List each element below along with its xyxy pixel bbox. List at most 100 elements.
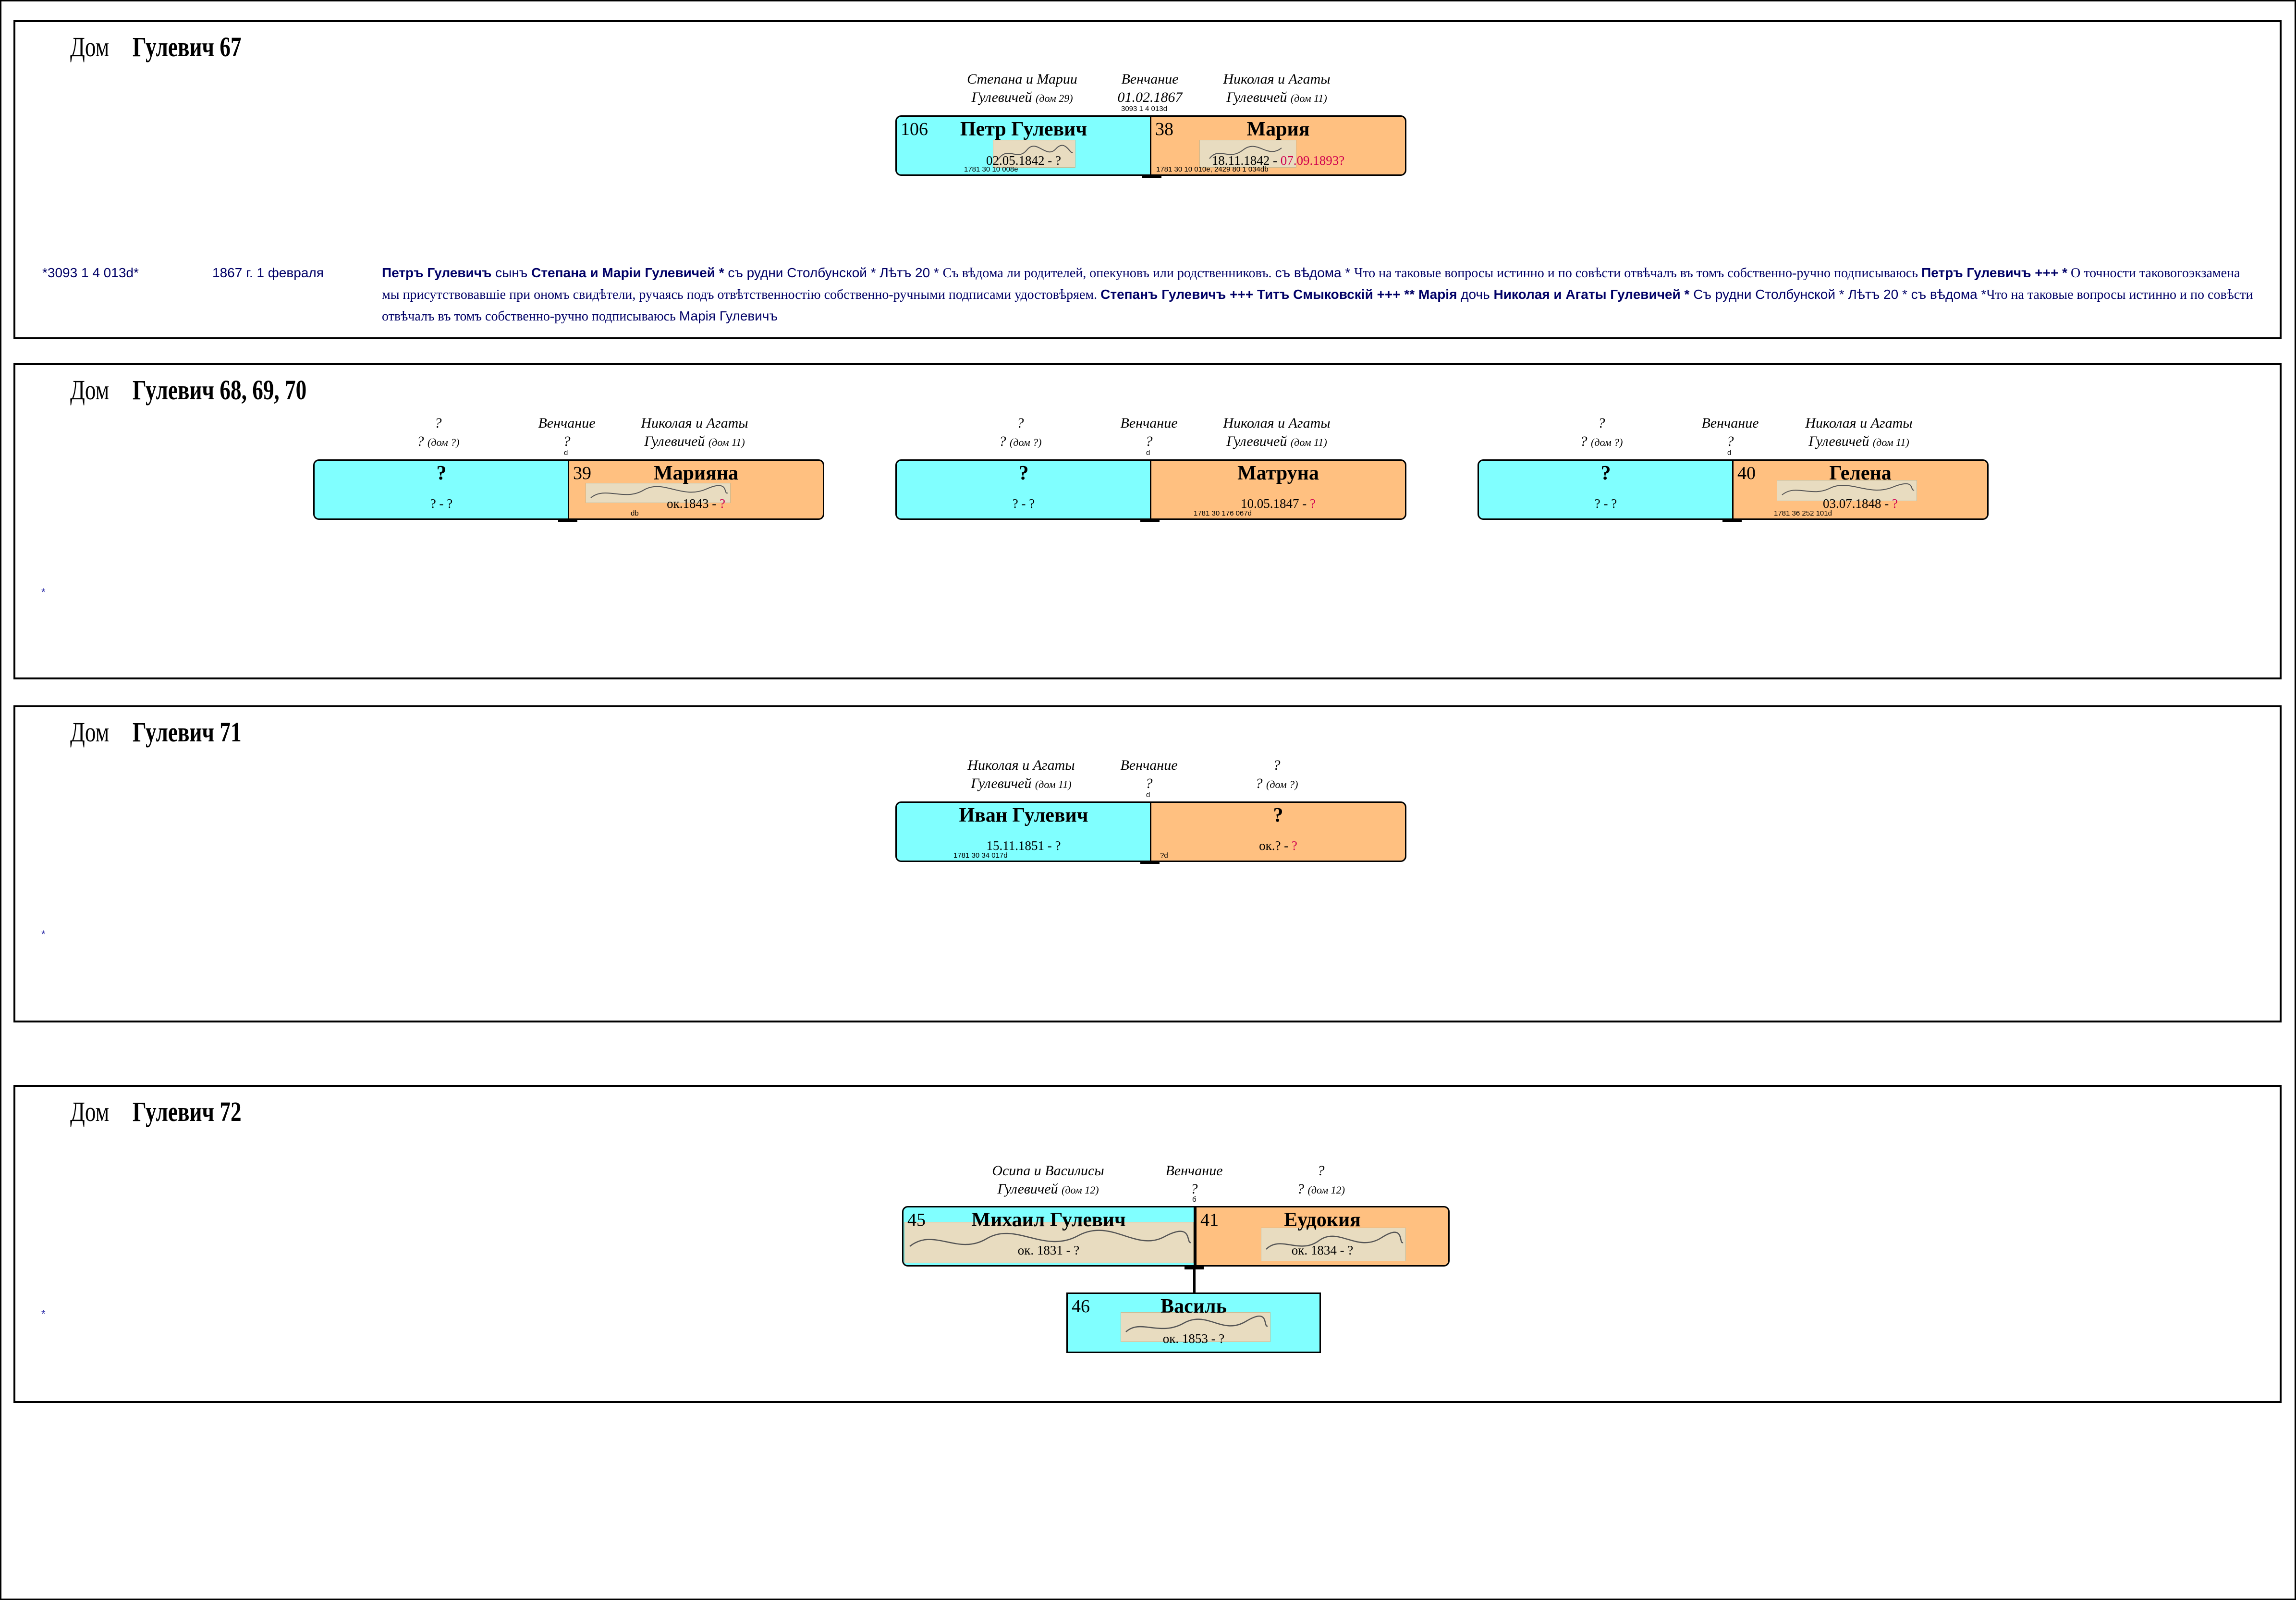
record-segment: Что на таковые вопросы истинно и по совѣ… bbox=[1354, 266, 1922, 281]
house-label: Дом bbox=[70, 716, 110, 748]
person-dates: ок. 1834 - ? bbox=[1291, 1243, 1354, 1257]
marriage-link bbox=[1140, 861, 1160, 864]
record-date: 1867 г. 1 февраля bbox=[212, 265, 324, 280]
person-name: Марияна bbox=[653, 462, 739, 484]
person-name: Еудокия bbox=[1284, 1209, 1361, 1231]
person-dates: 15.11.1851 - ? bbox=[986, 838, 1061, 853]
wedding-ref: d bbox=[564, 449, 568, 457]
person-dates: ок.? - ? bbox=[1259, 838, 1297, 853]
person-name: ? bbox=[1600, 462, 1611, 484]
record-segment: Петръ Гулевичъ bbox=[382, 265, 492, 280]
record-segment: Что на таковые вопросы истинно и по совѣ… bbox=[382, 287, 2253, 324]
house-name: Гулевич 71 bbox=[133, 716, 242, 748]
signature-image bbox=[586, 483, 731, 503]
record-segment: Петръ Гулевичъ +++ * bbox=[1921, 265, 2068, 280]
signature-image bbox=[993, 140, 1075, 168]
house-label: Дом bbox=[70, 374, 110, 406]
record-segment: дочь bbox=[1457, 287, 1494, 302]
person-number: 46 bbox=[1072, 1296, 1090, 1317]
person-number: 40 bbox=[1737, 463, 1756, 483]
wedding-info: Венчание ? bbox=[1120, 415, 1178, 449]
marriage-link bbox=[1142, 175, 1161, 178]
person-card-husband[interactable]: 45 Михаил Гулевич ок. 1831 - ? bbox=[902, 1206, 1195, 1267]
record-segment: съ рудни Столбунской * Лѣтъ 20 * bbox=[724, 265, 943, 280]
person-name: Мария bbox=[1246, 118, 1310, 140]
person-card-husband[interactable]: Иван Гулевич 15.11.1851 - ? 1781 30 34 0… bbox=[895, 801, 1152, 862]
wedding-ref: d bbox=[1146, 791, 1150, 799]
person-card-husband[interactable]: ? ? - ? bbox=[1478, 459, 1734, 520]
person-dates: ? - ? bbox=[1594, 496, 1617, 511]
person-dates: ок. 1831 - ? bbox=[1017, 1243, 1080, 1257]
signature-image bbox=[1777, 480, 1917, 501]
person-ref: 1781 30 10 010e, 2429 80 1 034db bbox=[1156, 165, 1269, 173]
person-dates: ок.1843 - ? bbox=[667, 496, 725, 511]
husband-parents: ? ? (дом ?) bbox=[1580, 415, 1623, 449]
record-segment: Степана и Маріи Гулевичей * bbox=[531, 265, 724, 280]
person-name: Василь bbox=[1160, 1295, 1227, 1317]
record-segment: Николая и Агаты Гулевичей * bbox=[1493, 287, 1690, 302]
husband-parents: ? ? (дом ?) bbox=[416, 415, 460, 449]
person-card-husband[interactable]: 106 Петр Гулевич 02.05.1842 - ? 1781 30 … bbox=[895, 115, 1152, 176]
person-card-wife[interactable]: 41 Еудокия ок. 1834 - ? bbox=[1195, 1206, 1450, 1267]
person-number: 106 bbox=[901, 119, 928, 139]
person-card-husband[interactable]: ? ? - ? bbox=[313, 459, 570, 520]
person-dates: 10.05.1847 - ? bbox=[1241, 496, 1316, 511]
wife-parents: Николая и Агаты Гулевичей (дом 11) bbox=[1223, 71, 1331, 105]
person-ref: 1781 36 252 101d bbox=[1774, 509, 1832, 517]
husband-parents: Николая и Агаты Гулевичей (дом 11) bbox=[967, 757, 1075, 791]
person-name: Петр Гулевич bbox=[960, 118, 1087, 140]
record-text: Петръ Гулевичъ сынъ Степана и Маріи Гуле… bbox=[382, 262, 2255, 327]
record-mark: * bbox=[41, 928, 46, 940]
person-card-wife[interactable]: 39 Марияна ок.1843 - ? db bbox=[568, 459, 824, 520]
person-number: 41 bbox=[1200, 1210, 1219, 1230]
house-block-72: Дом Гулевич 72 Осипа и Василисы Гулевиче… bbox=[13, 1085, 2282, 1403]
signature-image bbox=[1199, 140, 1296, 168]
signature-image bbox=[1261, 1228, 1406, 1261]
person-name: ? bbox=[436, 462, 447, 484]
person-ref: ?d bbox=[1160, 851, 1168, 860]
person-number: 45 bbox=[907, 1210, 926, 1230]
house-block-71: Дом Гулевич 71 Николая и Агаты Гулевичей… bbox=[13, 705, 2282, 1022]
record-segment: съ вѣдома * bbox=[1275, 265, 1355, 280]
person-dates: 03.07.1848 - ? bbox=[1823, 496, 1898, 511]
wedding-ref: 3093 1 4 013d bbox=[1121, 105, 1167, 113]
wife-parents: ? ? (дом ?) bbox=[1255, 757, 1298, 791]
wedding-info: Венчание ? bbox=[1120, 757, 1178, 791]
record-mark: * bbox=[41, 1308, 46, 1320]
record-ref: *3093 1 4 013d* bbox=[42, 265, 139, 280]
wedding-ref: d bbox=[1146, 449, 1150, 457]
record-segment: сынъ bbox=[491, 265, 532, 280]
house-name: Гулевич 68, 69, 70 bbox=[133, 374, 307, 406]
person-dates: ? - ? bbox=[1012, 496, 1035, 511]
wedding-info: Венчание ? bbox=[1165, 1163, 1223, 1197]
person-card-husband[interactable]: ? ? - ? bbox=[895, 459, 1152, 520]
house-block-67: Дом Гулевич 67 Степана и Марии Гулевичей… bbox=[13, 20, 2282, 339]
house-label: Дом bbox=[70, 31, 110, 62]
signature-image bbox=[1121, 1312, 1270, 1342]
person-card-wife[interactable]: Матруна 10.05.1847 - ? 1781 30 176 067d bbox=[1150, 459, 1406, 520]
marriage-link bbox=[558, 519, 577, 522]
house-label: Дом bbox=[70, 1096, 110, 1127]
wife-parents: Николая и Агаты Гулевичей (дом 11) bbox=[641, 415, 748, 449]
person-dates: ок. 1853 - ? bbox=[1162, 1331, 1225, 1346]
wedding-ref: б bbox=[1192, 1195, 1197, 1204]
person-ref: 1781 30 34 017d bbox=[953, 851, 1008, 860]
person-card-wife[interactable]: 38 Мария 18.11.1842 - 07.09.1893? 1781 3… bbox=[1150, 115, 1406, 176]
house-block-68-70: Дом Гулевич 68, 69, 70 ? ? (дом ?) Венча… bbox=[13, 363, 2282, 679]
person-name: ? bbox=[1018, 462, 1029, 484]
person-ref: db bbox=[631, 509, 639, 517]
record-segment: Съ рудни Столбунской * Лѣтъ 20 * съ вѣдо… bbox=[1689, 287, 1987, 302]
wedding-ref: d bbox=[1727, 449, 1732, 457]
signature-image bbox=[904, 1222, 1194, 1263]
person-card-wife[interactable]: ? ок.? - ? ?d bbox=[1150, 801, 1406, 862]
person-card-wife[interactable]: 40 Гелена 03.07.1848 - ? 1781 36 252 101… bbox=[1732, 459, 1989, 520]
wife-parents: ? ? (дом 12) bbox=[1297, 1163, 1345, 1197]
person-name: Матруна bbox=[1237, 462, 1319, 484]
person-name: Гелена bbox=[1829, 462, 1892, 484]
wedding-info: Венчание ? bbox=[1701, 415, 1759, 449]
person-card-child[interactable]: 46 Василь ок. 1853 - ? bbox=[1066, 1292, 1321, 1353]
marriage-link bbox=[1722, 519, 1742, 522]
husband-parents: ? ? (дом ?) bbox=[999, 415, 1042, 449]
person-name: Иван Гулевич bbox=[959, 804, 1088, 826]
